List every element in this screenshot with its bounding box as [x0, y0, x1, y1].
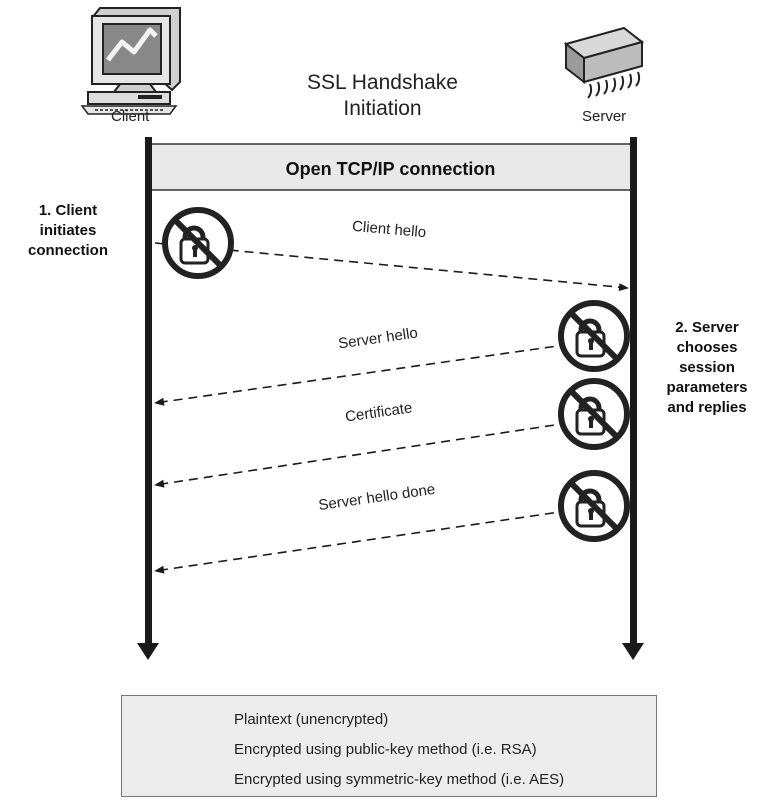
legend-box: Plaintext (unencrypted) Encrypted using … [121, 695, 657, 797]
server-label: Server [582, 108, 627, 125]
legend-row-public-key: Encrypted using public-key method (i.e. … [122, 739, 656, 761]
client-step-note: 1. Client initiates connection [27, 202, 108, 259]
message-arrow-certificate [154, 413, 629, 488]
legend-label-symmetric-key: Encrypted using symmetric-key method (i.… [234, 771, 565, 788]
message-arrow-server-hello [154, 335, 629, 406]
no-lock-icon [162, 207, 234, 279]
connection-bar-label: Open TCP/IP connection [285, 159, 496, 179]
no-lock-icon [558, 300, 630, 372]
legend-row-symmetric-key: Encrypted using symmetric-key method (i.… [122, 769, 656, 791]
chip-icon [563, 26, 645, 99]
diagram-title-line2: Initiation [343, 97, 422, 120]
no-lock-icon [558, 378, 630, 450]
client-lifeline [137, 137, 159, 660]
legend-label-plaintext: Plaintext (unencrypted) [234, 711, 389, 728]
diagram-title-line1: SSL Handshake [307, 71, 458, 94]
diagram-title: SSL Handshake Initiation [250, 70, 515, 122]
no-lock-icon [558, 470, 630, 542]
computer-icon [80, 7, 181, 115]
message-arrow-client-hello [154, 242, 629, 292]
server-lifeline [622, 137, 644, 660]
client-label: Client [111, 108, 150, 125]
server-step-note: 2. Server chooses session parameters and… [666, 319, 748, 416]
connection-bar [149, 143, 632, 191]
legend-row-plaintext: Plaintext (unencrypted) [122, 709, 656, 731]
legend-label-public-key: Encrypted using public-key method (i.e. … [234, 741, 537, 758]
message-arrow-server-hello-done [154, 501, 629, 574]
